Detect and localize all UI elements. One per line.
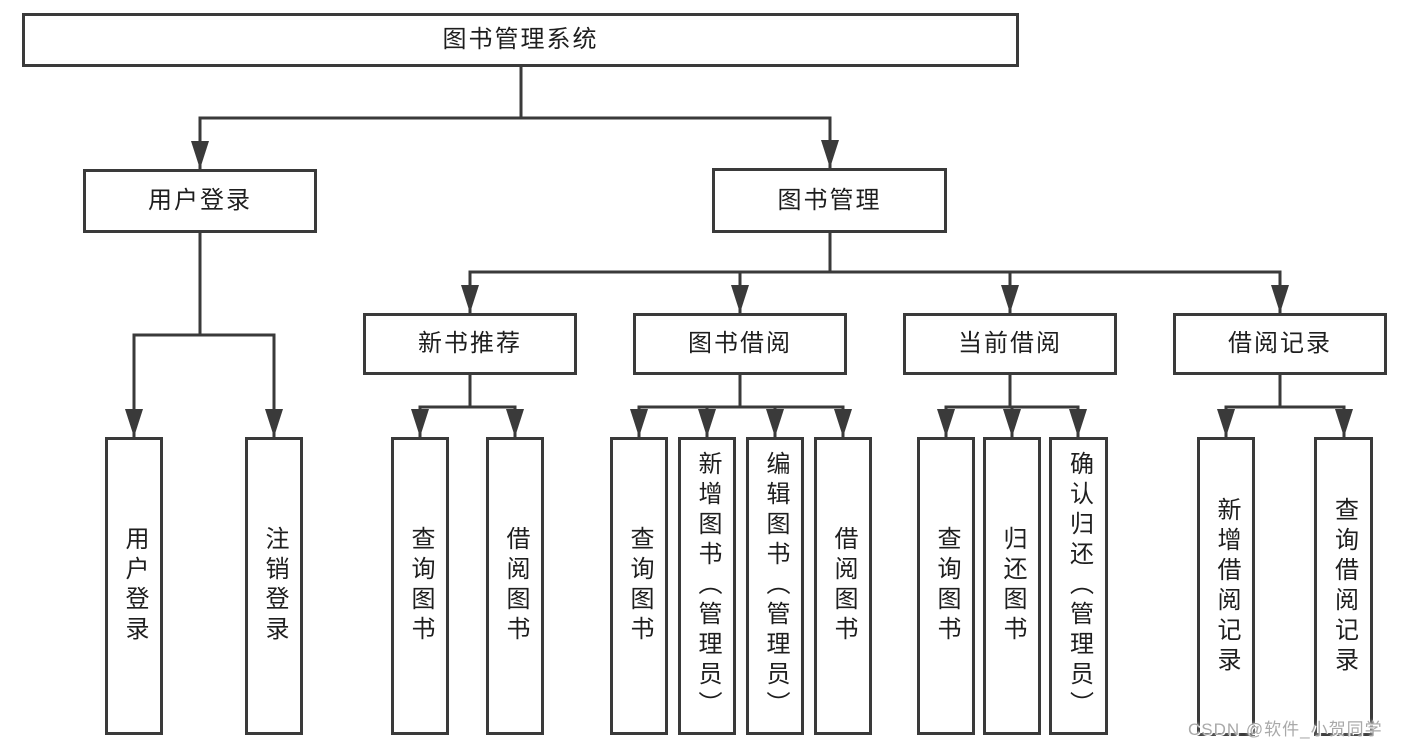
node-new-book-recommend: 新书推荐 (363, 313, 577, 375)
leaf-edit-book-admin: 编辑图书（管理员） (746, 437, 804, 735)
node-current-borrow: 当前借阅 (903, 313, 1117, 375)
leaf-return-book: 归还图书 (983, 437, 1041, 735)
leaf-confirm-return-admin: 确认归还（管理员） (1049, 437, 1108, 735)
node-borrow-records: 借阅记录 (1173, 313, 1387, 375)
leaf-borrow-book-recommend: 借阅图书 (486, 437, 544, 735)
leaf-add-book-admin: 新增图书（管理员） (678, 437, 736, 735)
node-book-management: 图书管理 (712, 168, 947, 233)
connector-lines (132, 67, 1346, 437)
leaf-borrow-book: 借阅图书 (814, 437, 872, 735)
csdn-watermark: CSDN @软件_小贺同学 (1188, 720, 1383, 739)
leaf-query-book-recommend: 查询图书 (391, 437, 449, 735)
node-book-borrow: 图书借阅 (633, 313, 847, 375)
leaf-logout-login: 注销登录 (245, 437, 303, 735)
leaf-query-borrow-record: 查询借阅记录 (1314, 437, 1373, 736)
arrowheads (125, 140, 1353, 437)
leaf-user-login: 用户登录 (105, 437, 163, 735)
leaf-query-book-borrow: 查询图书 (610, 437, 668, 735)
leaf-query-book-current: 查询图书 (917, 437, 975, 735)
leaf-add-borrow-record: 新增借阅记录 (1197, 437, 1255, 736)
node-user-login: 用户登录 (83, 169, 317, 233)
node-root-system: 图书管理系统 (22, 13, 1019, 67)
